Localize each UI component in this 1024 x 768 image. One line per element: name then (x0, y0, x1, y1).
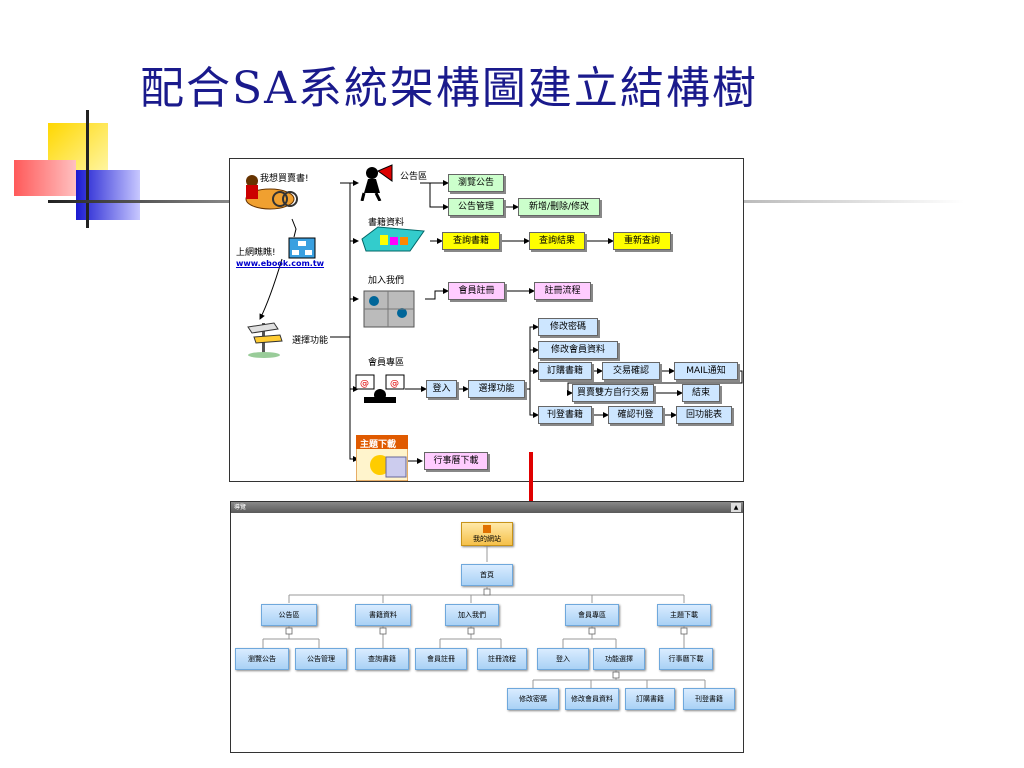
decor-horizontal-line-right (744, 200, 964, 203)
tree-node-notice-manage[interactable]: 公告管理 (295, 648, 347, 670)
tree-node-change-password[interactable]: 修改密碼 (507, 688, 559, 710)
box-order-books: 訂購書籍 (538, 362, 592, 380)
box-post-books: 刊登書籍 (538, 406, 592, 424)
tree-node-books[interactable]: 書籍資料 (355, 604, 411, 626)
tree-connectors (262, 539, 706, 688)
box-change-member-info: 修改會員資料 (538, 341, 618, 359)
person-books-icon (238, 173, 298, 213)
tree-node-home[interactable]: 首頁 (461, 564, 513, 586)
decor-vertical-line (86, 110, 89, 228)
tree-window: 導覽 ▲ 我的網站 首頁 公告區 書籍資料 (230, 501, 744, 753)
decor-red-square (14, 160, 76, 196)
box-search-books: 查詢書籍 (442, 232, 500, 250)
box-trade-confirm: 交易確認 (602, 362, 660, 380)
box-search-again: 重新查詢 (613, 232, 671, 250)
tree-window-title: 導覽 (234, 504, 247, 511)
megaphone-person-icon (360, 163, 400, 202)
books-stack-icon (358, 225, 428, 255)
books-label: 書籍資料 (368, 218, 405, 228)
box-choose-function: 選擇功能 (468, 380, 525, 398)
network-icon (288, 237, 316, 259)
box-notice-manage: 公告管理 (448, 198, 504, 216)
announce-label: 公告區 (400, 172, 428, 182)
tree-node-register-flow[interactable]: 註冊流程 (477, 648, 527, 670)
puzzle-people-icon (358, 283, 420, 333)
tree-node-download[interactable]: 主題下載 (657, 604, 711, 626)
member-label: 會員專區 (368, 358, 405, 368)
tree-node-login[interactable]: 登入 (537, 648, 589, 670)
start-label: 我想買賣書! (260, 174, 309, 184)
tree-node-choose-function[interactable]: 功能選擇 (593, 648, 645, 670)
box-change-password: 修改密碼 (538, 318, 598, 336)
tree-node-calendar-download[interactable]: 行事曆下載 (659, 648, 713, 670)
box-member-register: 會員註冊 (448, 282, 505, 300)
tree-node-post-books[interactable]: 刊登書籍 (683, 688, 735, 710)
decor-horizontal-line (48, 200, 230, 203)
website-url[interactable]: www.ebook.com.tw (236, 259, 325, 268)
box-trade-self: 買賣雙方自行交易 (572, 384, 654, 402)
tree-node-announce[interactable]: 公告區 (261, 604, 317, 626)
join-label: 加入我們 (368, 276, 405, 286)
tree-node-order-books[interactable]: 訂購書籍 (625, 688, 675, 710)
box-calendar-download: 行事曆下載 (424, 452, 488, 470)
svg-text:@: @ (390, 379, 399, 389)
box-register-flow: 註冊流程 (534, 282, 591, 300)
box-browse-notice: 瀏覽公告 (448, 174, 504, 192)
tree-node-member[interactable]: 會員專區 (565, 604, 619, 626)
slide-title: 配合SA系統架構圖建立結構樹 (140, 63, 758, 114)
tree-root-label: 我的網站 (473, 535, 501, 543)
tree-window-titlebar: 導覽 ▲ (231, 502, 743, 513)
choose-label: 選擇功能 (292, 336, 329, 346)
mail-people-icon: @@ (354, 367, 406, 407)
tree-node-change-member-info[interactable]: 修改會員資料 (565, 688, 619, 710)
signpost-icon (244, 319, 286, 359)
box-add-delete-edit: 新增/刪除/修改 (518, 198, 600, 216)
download-label: 主題下載 (360, 440, 397, 450)
tree-node-search-books[interactable]: 查詢書籍 (355, 648, 409, 670)
box-back-menu: 回功能表 (676, 406, 732, 424)
collapse-icon[interactable]: ▲ (731, 503, 741, 512)
tree-node-join[interactable]: 加入我們 (445, 604, 499, 626)
box-confirm-post: 確認刊登 (608, 406, 663, 424)
svg-text:@: @ (360, 379, 369, 389)
box-search-results: 查詢結果 (529, 232, 585, 250)
home-icon (483, 525, 491, 533)
box-mail-notify: MAIL通知 (674, 362, 738, 380)
tree-node-browse-notice[interactable]: 瀏覽公告 (235, 648, 289, 670)
online-label: 上網瞧瞧! (236, 248, 276, 258)
tree-node-member-register[interactable]: 會員註冊 (415, 648, 467, 670)
box-login: 登入 (426, 380, 457, 398)
flow-diagram-panel: 我想買賣書! 上網瞧瞧! www.ebook.com.tw 選擇功能 公告區 書… (229, 158, 744, 482)
box-end: 結束 (682, 384, 720, 402)
flow-connectors (259, 180, 743, 464)
tree-root-node[interactable]: 我的網站 (461, 522, 513, 546)
